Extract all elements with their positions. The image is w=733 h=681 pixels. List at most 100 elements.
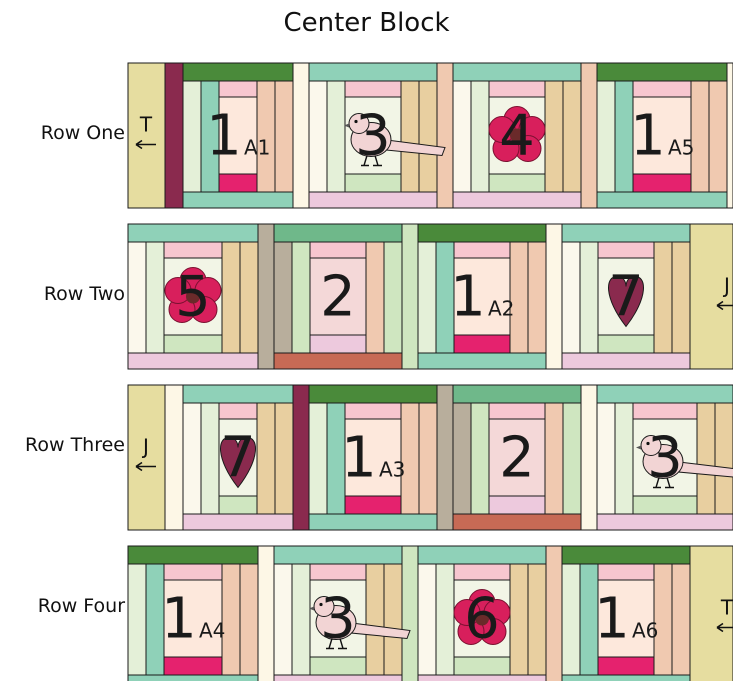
inner-top [454, 242, 510, 258]
inner-top [489, 81, 545, 97]
block-number: 4 [499, 104, 535, 169]
block-left-strip [597, 81, 615, 192]
block-bottom-strip [453, 514, 581, 530]
block-top-strip [453, 63, 581, 81]
inner-left [436, 564, 454, 675]
block-left-strip [309, 403, 327, 514]
inner-top [164, 564, 222, 580]
side-tag-letter: T [139, 113, 153, 137]
block-top-strip [183, 385, 293, 403]
block-left-strip [274, 242, 292, 353]
inner-top [633, 81, 691, 97]
block-bottom-strip [562, 675, 690, 681]
quilt-block: 7 [562, 224, 690, 369]
block-number: 1 [630, 104, 666, 169]
side-tag-letter: T [720, 596, 733, 620]
block-top-strip [128, 224, 258, 242]
sashing-strip [437, 385, 453, 530]
inner-left [615, 403, 633, 514]
inner-top [633, 403, 697, 419]
block-bottom-strip [274, 675, 402, 681]
inner-top [454, 564, 510, 580]
block-right-strip [419, 81, 437, 192]
inner-left [327, 81, 345, 192]
inner-top [164, 242, 222, 258]
block-subscript: A5 [668, 136, 694, 160]
inner-left [201, 403, 219, 514]
block-left-strip [453, 81, 471, 192]
sashing-strip [258, 546, 274, 681]
block-subscript: A6 [632, 619, 658, 643]
block-left-strip [453, 403, 471, 514]
inner-bottom [310, 657, 366, 675]
quilt-block: 6 [418, 546, 546, 681]
inner-right [366, 564, 384, 675]
inner-bottom [633, 496, 697, 514]
sashing-strip [437, 63, 453, 208]
block-subscript: A1 [244, 136, 270, 160]
block-right-strip [563, 403, 581, 514]
block-left-strip [309, 81, 327, 192]
block-right-strip [384, 242, 402, 353]
block-top-strip [562, 224, 690, 242]
quilt-block: 4 [453, 63, 581, 208]
block-bottom-strip [274, 353, 402, 369]
block-bottom-strip [453, 192, 581, 208]
block-right-strip [672, 564, 690, 675]
inner-left [292, 242, 310, 353]
block-bottom-strip [309, 192, 437, 208]
block-bottom-strip [309, 514, 437, 530]
inner-bottom [598, 335, 654, 353]
block-right-strip [419, 403, 437, 514]
inner-bottom [489, 496, 545, 514]
block-right-strip [240, 564, 258, 675]
inner-right [257, 403, 275, 514]
inner-left [471, 81, 489, 192]
sashing-strip [546, 546, 562, 681]
block-right-strip [528, 242, 546, 353]
inner-right [545, 81, 563, 192]
block-right-strip [384, 564, 402, 675]
inner-bottom [219, 174, 257, 192]
inner-bottom [454, 657, 510, 675]
inner-bottom [310, 335, 366, 353]
block-top-strip [418, 546, 546, 564]
inner-bottom [598, 657, 654, 675]
inner-bottom [454, 335, 510, 353]
inner-right [510, 564, 528, 675]
block-top-strip [128, 546, 258, 564]
block-subscript: A4 [199, 619, 225, 643]
block-number: 1 [341, 426, 377, 491]
sashing-strip [546, 224, 562, 369]
block-bottom-strip [562, 353, 690, 369]
quilt-block: 3 [274, 546, 410, 681]
block-left-strip [562, 564, 580, 675]
block-top-strip [597, 63, 727, 81]
sashing-strip [581, 385, 597, 530]
block-bottom-strip [128, 675, 258, 681]
block-subscript: A3 [379, 458, 405, 482]
block-number: 1 [450, 265, 486, 330]
inner-bottom [164, 657, 222, 675]
block-number: 1 [206, 104, 242, 169]
inner-left [292, 564, 310, 675]
block-top-strip [418, 224, 546, 242]
inner-left [146, 242, 164, 353]
block-top-strip [309, 385, 437, 403]
block-left-strip [128, 564, 146, 675]
inner-bottom [345, 496, 401, 514]
block-right-strip [709, 81, 727, 192]
block-right-strip [275, 403, 293, 514]
sashing-strip [402, 224, 418, 369]
inner-top [310, 564, 366, 580]
block-number: 2 [320, 265, 356, 330]
inner-bottom [633, 174, 691, 192]
inner-bottom [345, 174, 401, 192]
side-strip [165, 385, 183, 530]
block-left-strip [597, 403, 615, 514]
block-number: 1 [594, 587, 630, 652]
inner-right [222, 242, 240, 353]
